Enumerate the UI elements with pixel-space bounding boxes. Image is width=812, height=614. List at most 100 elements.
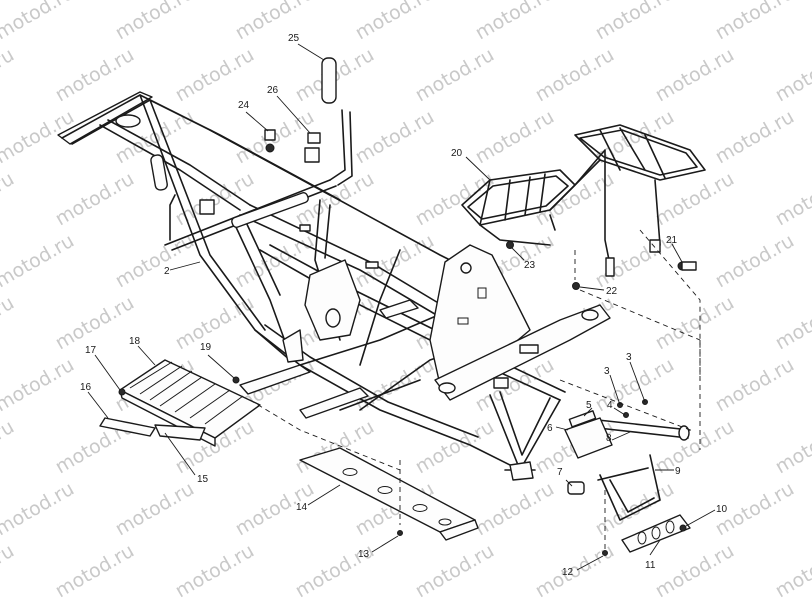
rear-v-foot-block bbox=[510, 462, 533, 480]
callout-3b: 3 bbox=[604, 366, 610, 377]
leader-13 bbox=[372, 536, 398, 552]
watermark-text: motod.ru bbox=[532, 540, 618, 603]
watermark-text: motod.ru bbox=[0, 44, 18, 107]
rack-mount-tab bbox=[606, 258, 614, 276]
bolt-23-icon bbox=[507, 242, 514, 249]
watermark-text: motod.ru bbox=[712, 106, 798, 169]
leader-24 bbox=[246, 112, 268, 131]
bolt-10-icon bbox=[680, 525, 686, 531]
callout-10: 10 bbox=[716, 504, 728, 515]
watermark-text: motod.ru bbox=[652, 416, 738, 479]
watermark-text: motod.ru bbox=[532, 44, 618, 107]
rear-bushing-left bbox=[439, 383, 455, 393]
callout-14: 14 bbox=[296, 502, 308, 513]
rack-right-frame-inner bbox=[580, 130, 697, 175]
callout-6: 6 bbox=[547, 423, 553, 434]
watermark-text: motod.ru bbox=[592, 354, 678, 417]
callout-18: 18 bbox=[129, 336, 141, 347]
callout-24: 24 bbox=[238, 100, 250, 111]
watermark-text: motod.ru bbox=[652, 44, 738, 107]
callout-4: 4 bbox=[607, 400, 613, 411]
watermark-text: motod.ru bbox=[472, 478, 558, 541]
watermark-text: motod.ru bbox=[712, 354, 798, 417]
leader-6 bbox=[556, 427, 568, 430]
watermark-text: motod.ru bbox=[652, 292, 738, 355]
peg-bar-end bbox=[679, 426, 689, 440]
watermark-text: motod.ru bbox=[0, 292, 18, 355]
watermark-text: motod.ru bbox=[112, 0, 198, 44]
leader-21 bbox=[672, 244, 682, 262]
watermark-text: motod.ru bbox=[772, 168, 812, 231]
seat-mount-1 bbox=[366, 262, 378, 268]
watermark-text: motod.ru bbox=[0, 168, 18, 231]
watermark-text: motod.ru bbox=[352, 0, 438, 44]
watermark-text: motod.ru bbox=[652, 540, 738, 603]
callout-5: 5 bbox=[586, 400, 592, 411]
watermark-text: motod.ru bbox=[232, 0, 318, 44]
footrest-bracket-15 bbox=[155, 425, 205, 440]
bushing-24 bbox=[265, 130, 275, 140]
watermark-text: motod.ru bbox=[52, 168, 138, 231]
watermark-text: motod.ru bbox=[112, 478, 198, 541]
seat-mount-2 bbox=[300, 225, 310, 231]
leader-10 bbox=[686, 510, 715, 526]
callout-17: 17 bbox=[85, 345, 97, 356]
watermark-text: motod.ru bbox=[0, 0, 78, 44]
callout-22: 22 bbox=[606, 286, 618, 297]
left-grip bbox=[150, 154, 168, 191]
leader-17 bbox=[95, 355, 120, 390]
watermark-text: motod.ru bbox=[412, 416, 498, 479]
watermark-text: motod.ru bbox=[772, 292, 812, 355]
rear-mount-tab bbox=[520, 345, 538, 353]
rack-mount-tab-2 bbox=[650, 240, 660, 252]
bolt-12-icon bbox=[603, 551, 608, 556]
watermark-text: motod.ru bbox=[172, 44, 258, 107]
watermark-text: motod.ru bbox=[412, 540, 498, 603]
callout-19: 19 bbox=[200, 342, 212, 353]
callout-3a: 3 bbox=[626, 352, 632, 363]
watermark-text: motod.ru bbox=[472, 106, 558, 169]
callout-8: 8 bbox=[606, 433, 612, 444]
callout-20: 20 bbox=[451, 148, 463, 159]
right-grip bbox=[322, 58, 336, 103]
bolt-24-icon bbox=[266, 144, 274, 152]
front-mount-plate bbox=[116, 115, 140, 127]
leader-2 bbox=[170, 262, 200, 270]
watermark-text: motod.ru bbox=[112, 230, 198, 293]
callout-9: 9 bbox=[675, 466, 681, 477]
bolt-21-body bbox=[682, 262, 696, 270]
watermark-text: motod.ru bbox=[772, 540, 812, 603]
bushing-26 bbox=[308, 133, 320, 143]
callout-7: 7 bbox=[557, 467, 563, 478]
right-grip-post bbox=[330, 110, 345, 180]
left-upper-bracket bbox=[200, 200, 214, 214]
watermark-text: motod.ru bbox=[0, 230, 78, 293]
callout-21: 21 bbox=[666, 235, 678, 246]
leader-16 bbox=[88, 392, 108, 418]
watermark-text: motod.ru bbox=[52, 540, 138, 603]
tower-hole-top bbox=[461, 263, 471, 273]
leader-19 bbox=[208, 355, 234, 378]
watermark-text: motod.ru bbox=[712, 230, 798, 293]
callout-11: 11 bbox=[645, 560, 656, 571]
watermark-text: motod.ru bbox=[472, 0, 558, 44]
watermark-text: motod.ru bbox=[352, 106, 438, 169]
skid-blade-3 bbox=[380, 300, 418, 318]
rear-bushing-right bbox=[582, 310, 598, 320]
watermark-text: motod.ru bbox=[0, 354, 78, 417]
callout-13: 13 bbox=[358, 549, 370, 560]
skid-plate-assembly bbox=[300, 448, 478, 540]
callout-16: 16 bbox=[80, 382, 92, 393]
leader-18 bbox=[138, 346, 155, 365]
rear-mount-tab-2 bbox=[494, 378, 508, 388]
watermark-text: motod.ru bbox=[52, 44, 138, 107]
callout-2: 2 bbox=[164, 266, 170, 277]
watermark-text: motod.ru bbox=[772, 416, 812, 479]
callout-12: 12 bbox=[562, 567, 574, 578]
watermark-text: motod.ru bbox=[172, 540, 258, 603]
watermark-text: motod.ru bbox=[0, 416, 18, 479]
watermark-text: motod.ru bbox=[592, 0, 678, 44]
watermark-text: motod.ru bbox=[172, 292, 258, 355]
